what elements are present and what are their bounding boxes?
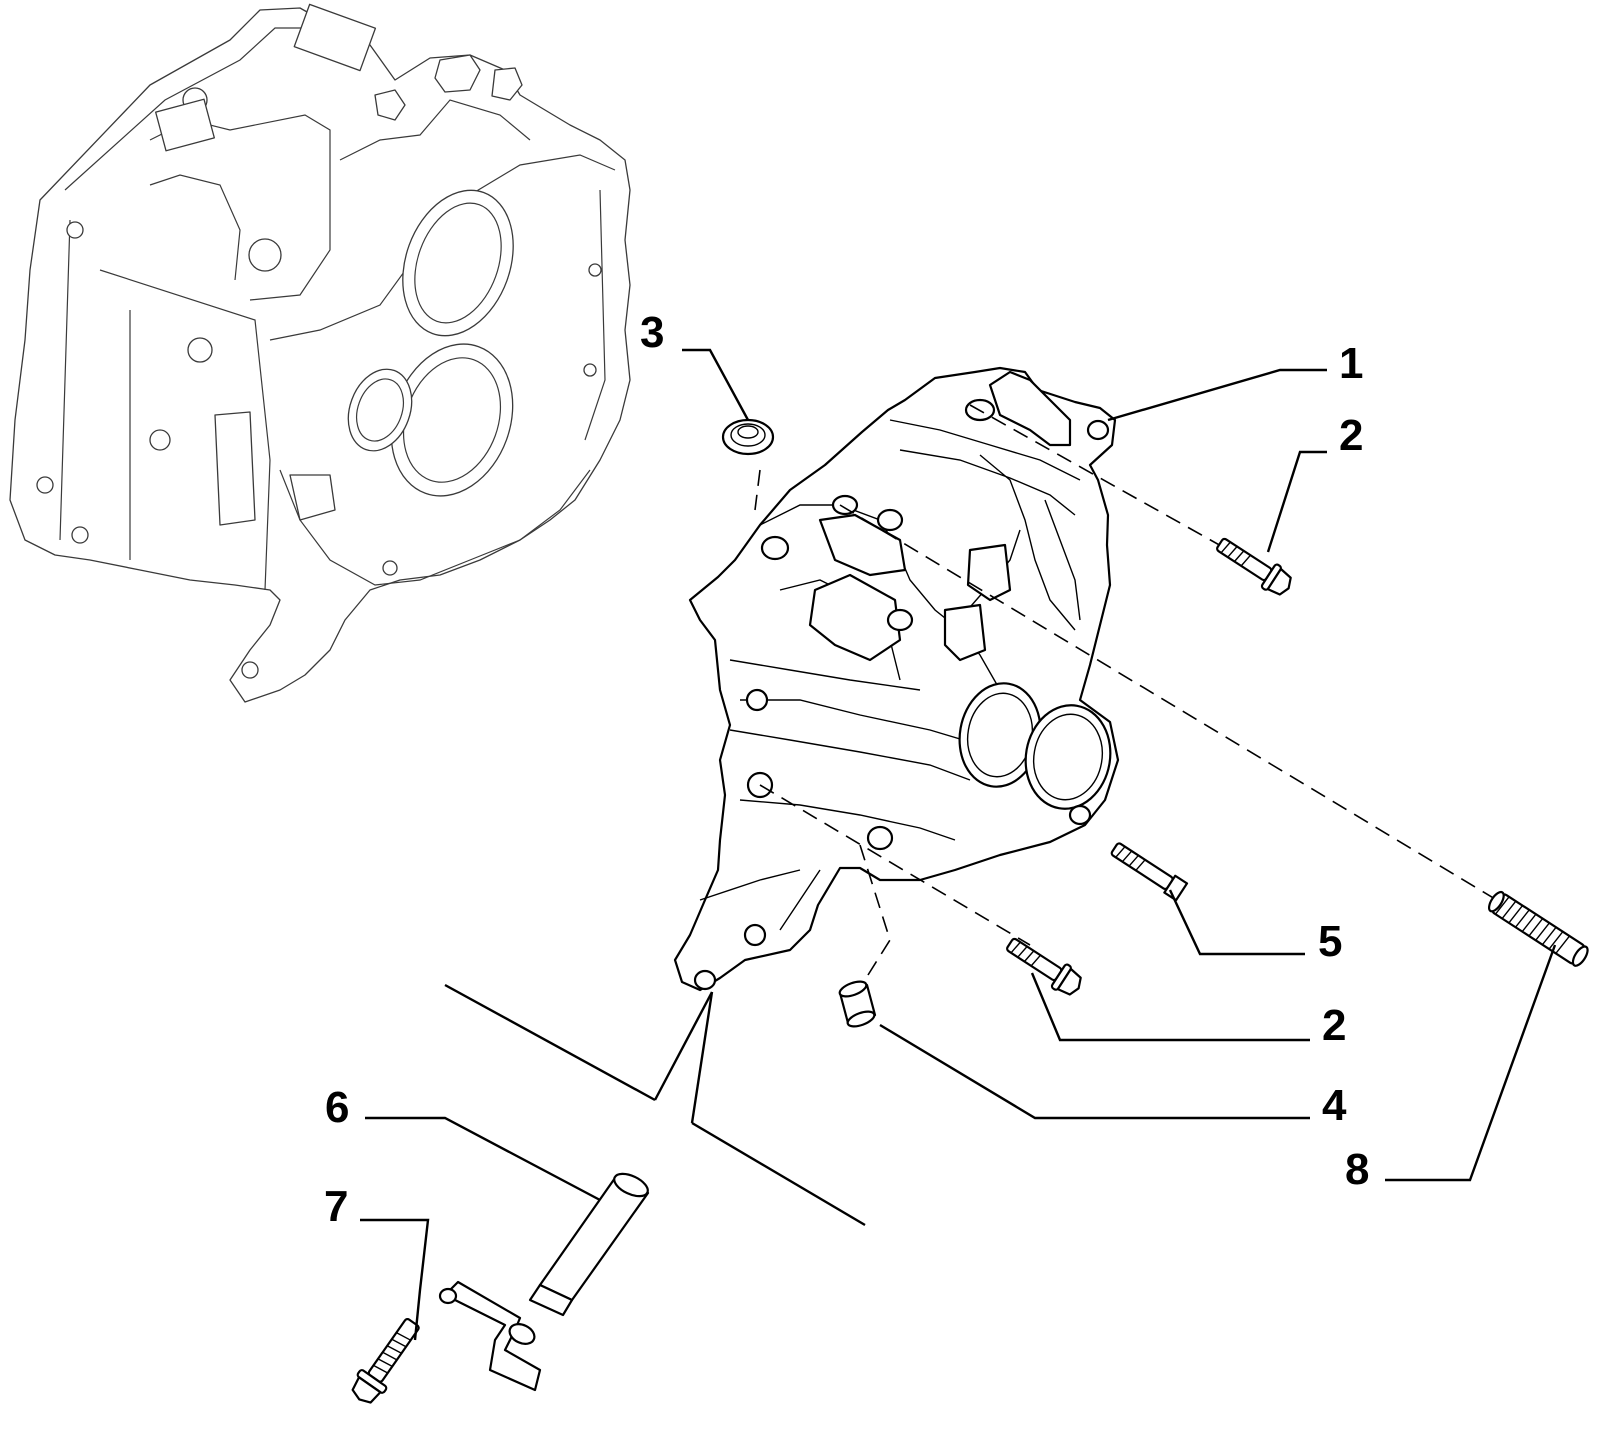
- centering-bush: [838, 980, 877, 1028]
- flanged-bolt-bottom: [351, 1317, 420, 1404]
- stud: [1487, 890, 1589, 967]
- callout-7: 7: [324, 1182, 348, 1231]
- callout-1: 1: [1339, 339, 1363, 388]
- leader-lines: [360, 348, 1557, 1341]
- assembly-axis-lines: [754, 404, 1531, 976]
- callout-5: 5: [1318, 917, 1342, 966]
- callout-6: 6: [325, 1083, 349, 1132]
- callout-2-upper: 2: [1339, 411, 1363, 460]
- gearbox-housing: [9, 3, 631, 703]
- callout-8: 8: [1345, 1145, 1369, 1194]
- flanged-bolt-upper: [1216, 537, 1292, 596]
- screw: [1110, 842, 1189, 902]
- callout-4: 4: [1322, 1081, 1347, 1130]
- callout-2-lower: 2: [1322, 1001, 1346, 1050]
- shift-shaft-with-lever: [438, 1172, 650, 1392]
- gearbox-cover: [673, 366, 1120, 992]
- reference-lines: [444, 983, 866, 1227]
- flanged-bolt-lower: [1006, 937, 1082, 996]
- callout-labels: 1 2 3 5 2 4 6 8 7: [324, 308, 1369, 1231]
- plug-washer: [721, 418, 775, 456]
- callout-3: 3: [640, 308, 664, 357]
